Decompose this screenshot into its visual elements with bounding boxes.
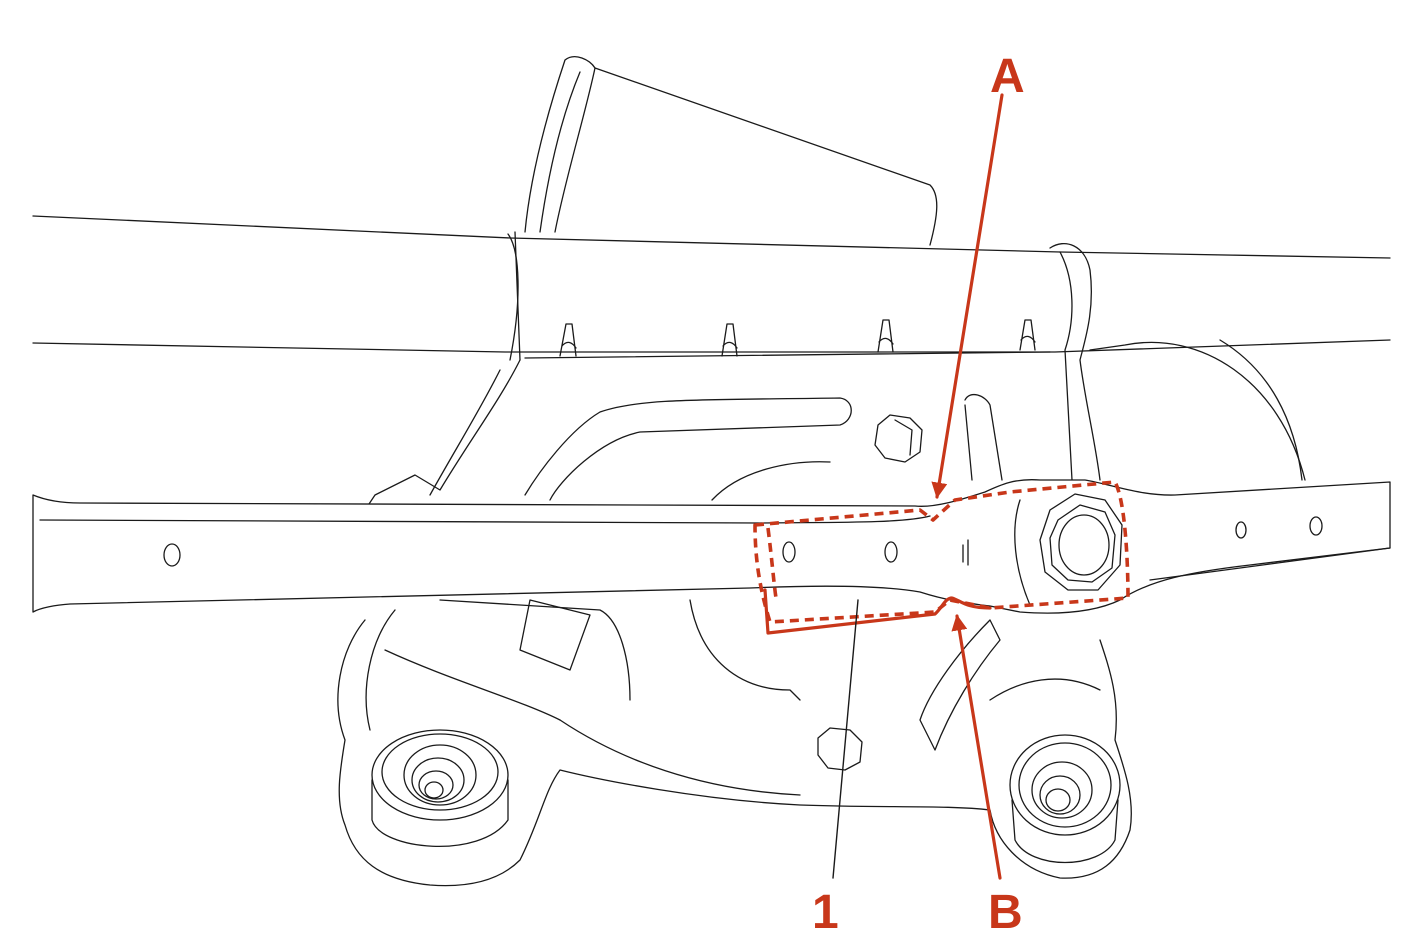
callout-1-label: 1	[812, 886, 839, 939]
callout-1-leader	[832, 599, 859, 879]
callout-a-leader	[931, 93, 1004, 499]
tie-rod-nut	[1039, 493, 1123, 591]
right-mount-bushing	[1009, 734, 1121, 864]
callout-a: A	[931, 50, 1025, 499]
callout-b: B	[951, 614, 1023, 939]
frame-rail-assembly	[32, 56, 1391, 481]
callout-a-label: A	[990, 50, 1025, 103]
callout-1: 1	[812, 599, 859, 939]
component-outline	[753, 480, 1130, 635]
left-mount-bushing	[371, 729, 509, 847]
highlight-dashed-outline	[753, 480, 1130, 624]
callout-b-label: B	[988, 886, 1023, 939]
steering-gear-housing	[337, 359, 1132, 887]
drag-link-bar	[32, 479, 1391, 614]
callout-b-leader	[951, 614, 1002, 880]
